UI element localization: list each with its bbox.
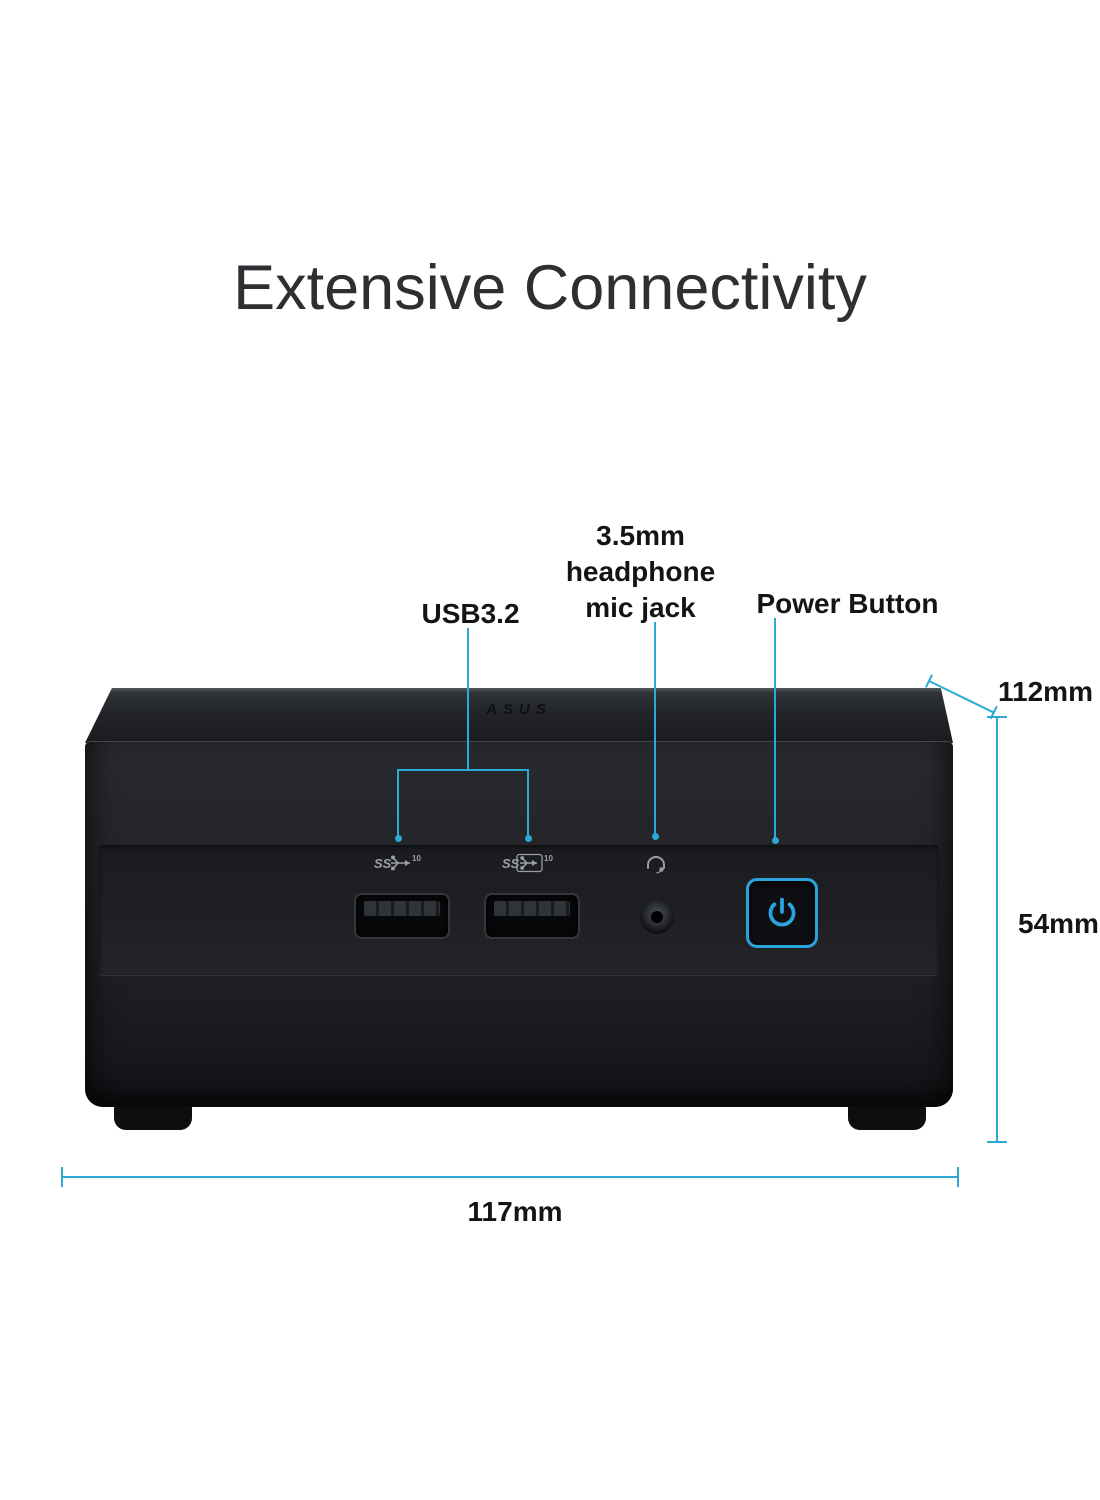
width-dimension-cap-right	[957, 1167, 959, 1187]
usb-speed-charging-icon: SS 10	[498, 853, 562, 878]
usb-callout-left-leg	[397, 769, 399, 837]
power-callout-line	[774, 618, 776, 839]
height-dimension-cap-bottom	[987, 1141, 1007, 1143]
width-dimension-label: 117mm	[467, 1196, 563, 1227]
usb-callout-stem	[467, 628, 469, 771]
headphone-callout-line	[654, 622, 656, 835]
headphone-jack-hole	[651, 911, 663, 923]
usb-port-1	[354, 893, 450, 939]
usb-callout-bracket	[397, 769, 529, 771]
usb-label: USB3.2	[421, 598, 520, 629]
usb-port-1-tongue	[364, 901, 440, 916]
height-dimension-label: 54mm	[1018, 908, 1099, 939]
headphone-label-line2: headphone	[565, 556, 716, 587]
headphone-jack	[640, 900, 674, 934]
headphone-label: 3.5mm headphone mic jack	[553, 518, 728, 626]
usb-port-2-tongue	[494, 901, 570, 916]
usb-callout-right-leg	[527, 769, 529, 837]
power-icon	[768, 897, 796, 927]
headphone-label-line3: mic jack	[585, 592, 696, 623]
asus-logo: ASUS	[486, 701, 552, 718]
usb-speed-icon-ss-text: SS	[374, 856, 392, 871]
width-dimension-line	[62, 1176, 958, 1178]
usb-speed-charging-icon-10-text: 10	[544, 854, 553, 863]
power-label: Power Button	[756, 588, 939, 619]
usb-port-2	[484, 893, 580, 939]
usb-speed-icon-10-text: 10	[412, 854, 421, 863]
power-callout-dot	[772, 837, 779, 844]
height-dimension-cap-top	[987, 716, 1007, 718]
height-dimension-line	[996, 717, 998, 1142]
headphone-icon	[644, 854, 668, 879]
page-title: Extensive Connectivity	[233, 253, 867, 323]
device-top-lid	[85, 688, 953, 743]
usb-callout-dot-2	[525, 835, 532, 842]
depth-dimension-label: 112mm	[998, 676, 1093, 707]
usb-speed-icon: SS 10	[368, 853, 432, 878]
width-dimension-cap-left	[61, 1167, 63, 1187]
headphone-label-line1: 3.5mm	[596, 520, 685, 551]
power-button	[746, 878, 818, 948]
usb-callout-dot-1	[395, 835, 402, 842]
headphone-callout-dot	[652, 833, 659, 840]
usb-speed-charging-icon-ss-text: SS	[502, 856, 520, 871]
